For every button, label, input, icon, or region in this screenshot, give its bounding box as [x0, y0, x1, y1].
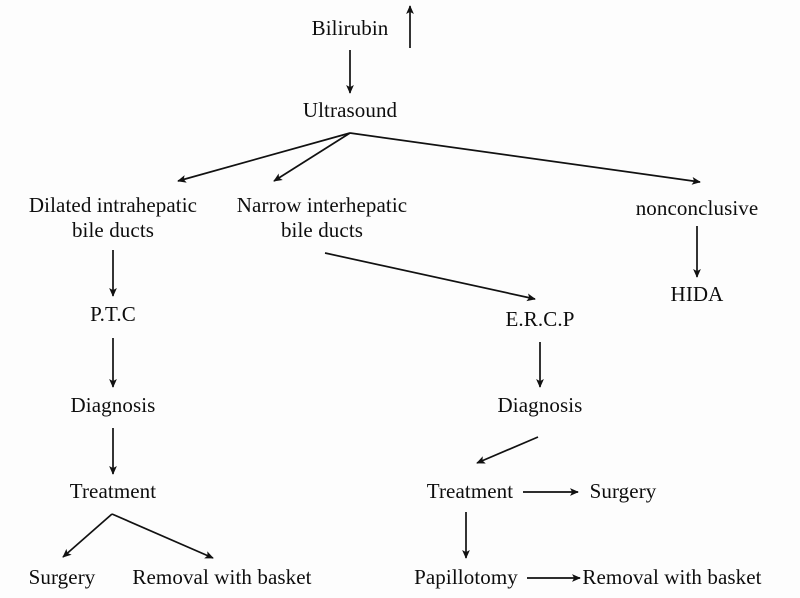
node-surgery-right: Surgery — [589, 479, 657, 504]
edge-layer — [62, 5, 701, 582]
node-narrow: Narrow interhepatic bile ducts — [236, 193, 408, 242]
node-surgery-left: Surgery — [28, 565, 96, 590]
node-nonconclusive: nonconclusive — [635, 196, 759, 221]
edge-treatment-left-to-removal — [111, 513, 214, 559]
node-ultrasound: Ultrasound — [302, 98, 398, 123]
node-removal-left: Removal with basket — [132, 565, 312, 590]
node-diagnosis-right: Diagnosis — [497, 393, 583, 418]
node-dilated: Dilated intrahepatic bile ducts — [28, 193, 198, 242]
node-ercp: E.R.C.P — [505, 307, 575, 332]
node-bilirubin: Bilirubin — [311, 16, 389, 41]
node-hida: HIDA — [670, 282, 724, 307]
node-treatment-left: Treatment — [69, 479, 157, 504]
node-ptc: P.T.C — [90, 302, 136, 327]
node-papillotomy: Papillotomy — [414, 565, 518, 590]
edge-treatment-left-to-surgery — [62, 513, 113, 558]
edge-diagnosis-right-to-treatment — [476, 436, 539, 464]
edge-ultrasound-to-dilated — [177, 132, 351, 183]
edge-ultrasound-to-narrow — [273, 132, 351, 182]
edge-ultrasound-to-nonconclusive — [349, 132, 701, 185]
node-treatment-right: Treatment — [426, 479, 514, 504]
node-diagnosis-left: Diagnosis — [70, 393, 156, 418]
edge-narrow-to-ercp — [324, 252, 536, 302]
node-removal-right: Removal with basket — [582, 565, 762, 590]
